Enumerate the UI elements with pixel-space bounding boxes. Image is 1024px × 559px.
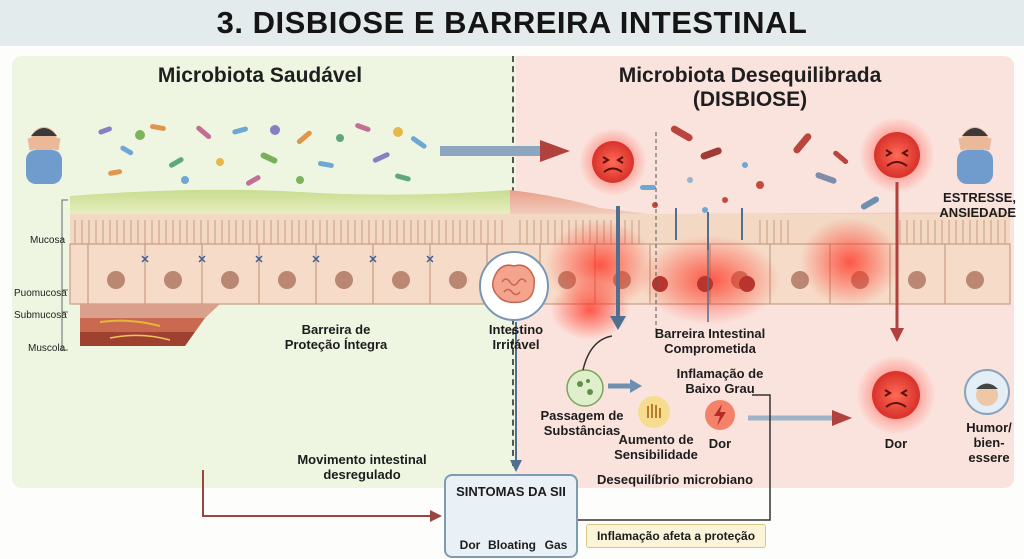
pain-face-bottom: [856, 355, 936, 435]
stressed-person-right: [957, 127, 993, 184]
sensitivity-icon: [638, 396, 670, 428]
title-bar: 3. DISBIOSE E BARREIRA INTESTINAL: [0, 0, 1024, 46]
mucus-layer-healthy: [70, 189, 510, 216]
symptoms-box: SINTOMAS DA SII: [444, 474, 578, 558]
ibs-label: Intestino Irritável: [488, 322, 544, 352]
pain-face-top-left: [579, 128, 647, 196]
stress-label: ESTRESSE, ANSIEDADE: [939, 190, 1016, 220]
arrows: [202, 132, 904, 522]
dysbiosis-heading-line1: Microbiota Desequilibrada: [618, 64, 882, 87]
barrier-compromised-label: Barreira Intestinal Comprometida: [654, 326, 766, 356]
passage-icon: [566, 369, 604, 407]
inflammation-label: Inflamação de Baixo Grau: [676, 366, 764, 396]
pain-face-top-right: [859, 117, 935, 193]
symptom-bloating-label: Bloating: [488, 538, 536, 552]
mood-label: Humor/ bien- essere: [966, 420, 1012, 465]
dysbiosis-bacteria: [640, 125, 880, 213]
footer-note: Inflamação afeta a proteção: [586, 524, 766, 548]
inflammation-glow: [545, 217, 900, 340]
pain-small-label: Dor: [708, 436, 732, 451]
tissue-layers: [80, 304, 220, 346]
footer-note-text: Inflamação afeta a proteção: [596, 529, 756, 543]
mood-face: [964, 369, 1010, 415]
tight-junctions: [141, 255, 434, 263]
healthy-bacteria: [98, 123, 427, 186]
barrier-intact-label: Barreira de Proteção Íntegra: [284, 322, 388, 352]
diagram-title: 3. DISBIOSE E BARREIRA INTESTINAL: [216, 5, 808, 40]
stressed-person-left: [26, 127, 62, 184]
layer-label-puomucosa: Puomucosa: [14, 288, 67, 299]
dysbiosis-heading: Microbiota Desequilibrada (DISBIOSE): [580, 64, 920, 112]
layer-label-mucosa: Mucosa: [30, 235, 66, 246]
passage-label: Passagem de Substâncias: [540, 408, 624, 438]
layer-label-muscola: Muscola: [28, 343, 66, 354]
layer-label-submucosa: Submucosa: [14, 310, 67, 321]
dysbiosis-heading-line2: (DISBIOSE): [692, 88, 808, 111]
pain-bolt-icon: [705, 400, 735, 430]
imbalance-label: Desequilíbrio microbiano: [596, 472, 754, 487]
healthy-heading: Microbiota Saudável: [157, 64, 363, 87]
sensitivity-label: Aumento de Sensibilidade: [614, 432, 698, 462]
symptoms-title: SINTOMAS DA SII: [456, 484, 566, 499]
symptom-pain-label: Dor: [459, 538, 481, 552]
intestine-icon: [479, 251, 549, 321]
movement-label: Movimento intestinal desregulado: [297, 452, 427, 482]
symptom-gas-label: Gas: [544, 538, 568, 552]
pain-big-label: Dor: [884, 436, 908, 451]
layer-bracket: [61, 199, 68, 351]
mucus-layer-damaged: [510, 190, 1010, 216]
